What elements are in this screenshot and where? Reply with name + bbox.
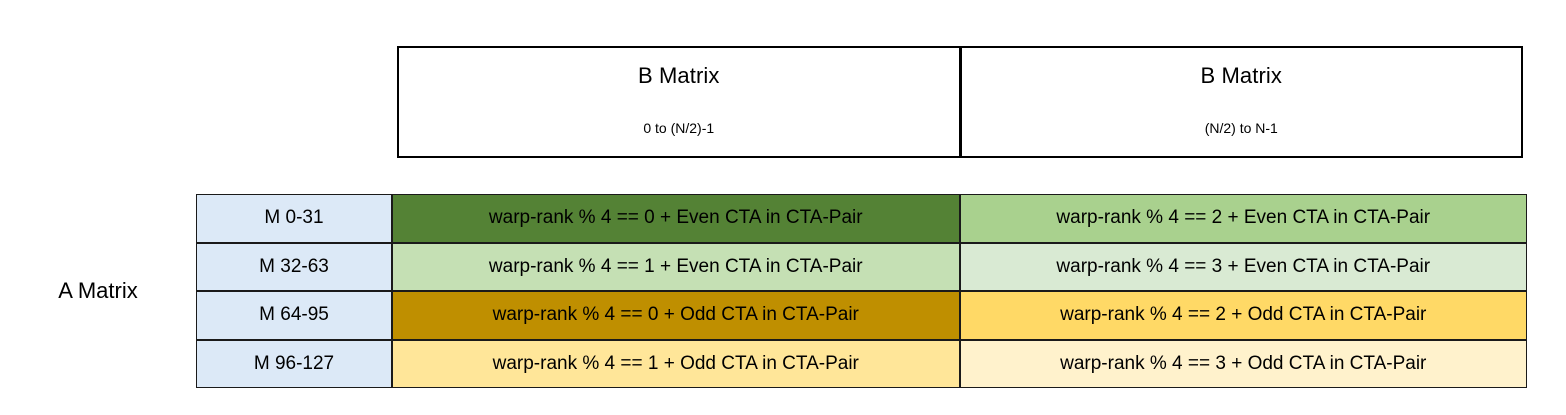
row-axis-label-a-matrix: A Matrix	[58, 278, 138, 303]
column-header-row: B Matrix 0 to (N/2)-1 B Matrix (N/2) to …	[397, 46, 1523, 158]
grid-cell-r0c1: warp-rank % 4 == 2 + Even CTA in CTA-Pai…	[959, 194, 1527, 243]
grid-cell-r0c0: warp-rank % 4 == 0 + Even CTA in CTA-Pai…	[392, 194, 960, 243]
column-header-title: B Matrix	[1200, 63, 1282, 88]
row-label-m-32-63: M 32-63	[196, 242, 392, 291]
grid-cell-r3c1: warp-rank % 4 == 3 + Odd CTA in CTA-Pair	[959, 339, 1527, 388]
column-header-b-matrix-first-half: B Matrix 0 to (N/2)-1	[397, 46, 961, 158]
column-header-b-matrix-second-half: B Matrix (N/2) to N-1	[960, 46, 1523, 158]
grid-cell-r2c0: warp-rank % 4 == 0 + Odd CTA in CTA-Pair	[392, 291, 960, 340]
column-header-range: 0 to (N/2)-1	[643, 120, 715, 136]
column-header-title: B Matrix	[638, 63, 720, 88]
row-label-m-64-95: M 64-95	[196, 291, 392, 340]
table-row: M 64-95 warp-rank % 4 == 0 + Odd CTA in …	[196, 291, 1527, 340]
column-header-range: (N/2) to N-1	[1204, 120, 1278, 136]
row-label-m-0-31: M 0-31	[196, 194, 392, 243]
row-label-m-96-127: M 96-127	[196, 339, 392, 388]
table-row: M 0-31 warp-rank % 4 == 0 + Even CTA in …	[196, 194, 1527, 243]
table-row: M 32-63 warp-rank % 4 == 1 + Even CTA in…	[196, 242, 1527, 291]
grid-cell-r1c0: warp-rank % 4 == 1 + Even CTA in CTA-Pai…	[392, 242, 960, 291]
table-row: M 96-127 warp-rank % 4 == 1 + Odd CTA in…	[196, 339, 1527, 388]
grid-cell-r3c0: warp-rank % 4 == 1 + Odd CTA in CTA-Pair	[392, 339, 960, 388]
grid-cell-r1c1: warp-rank % 4 == 3 + Even CTA in CTA-Pai…	[959, 242, 1527, 291]
assignment-grid: M 0-31 warp-rank % 4 == 0 + Even CTA in …	[196, 194, 1527, 388]
grid-cell-r2c1: warp-rank % 4 == 2 + Odd CTA in CTA-Pair	[959, 291, 1527, 340]
